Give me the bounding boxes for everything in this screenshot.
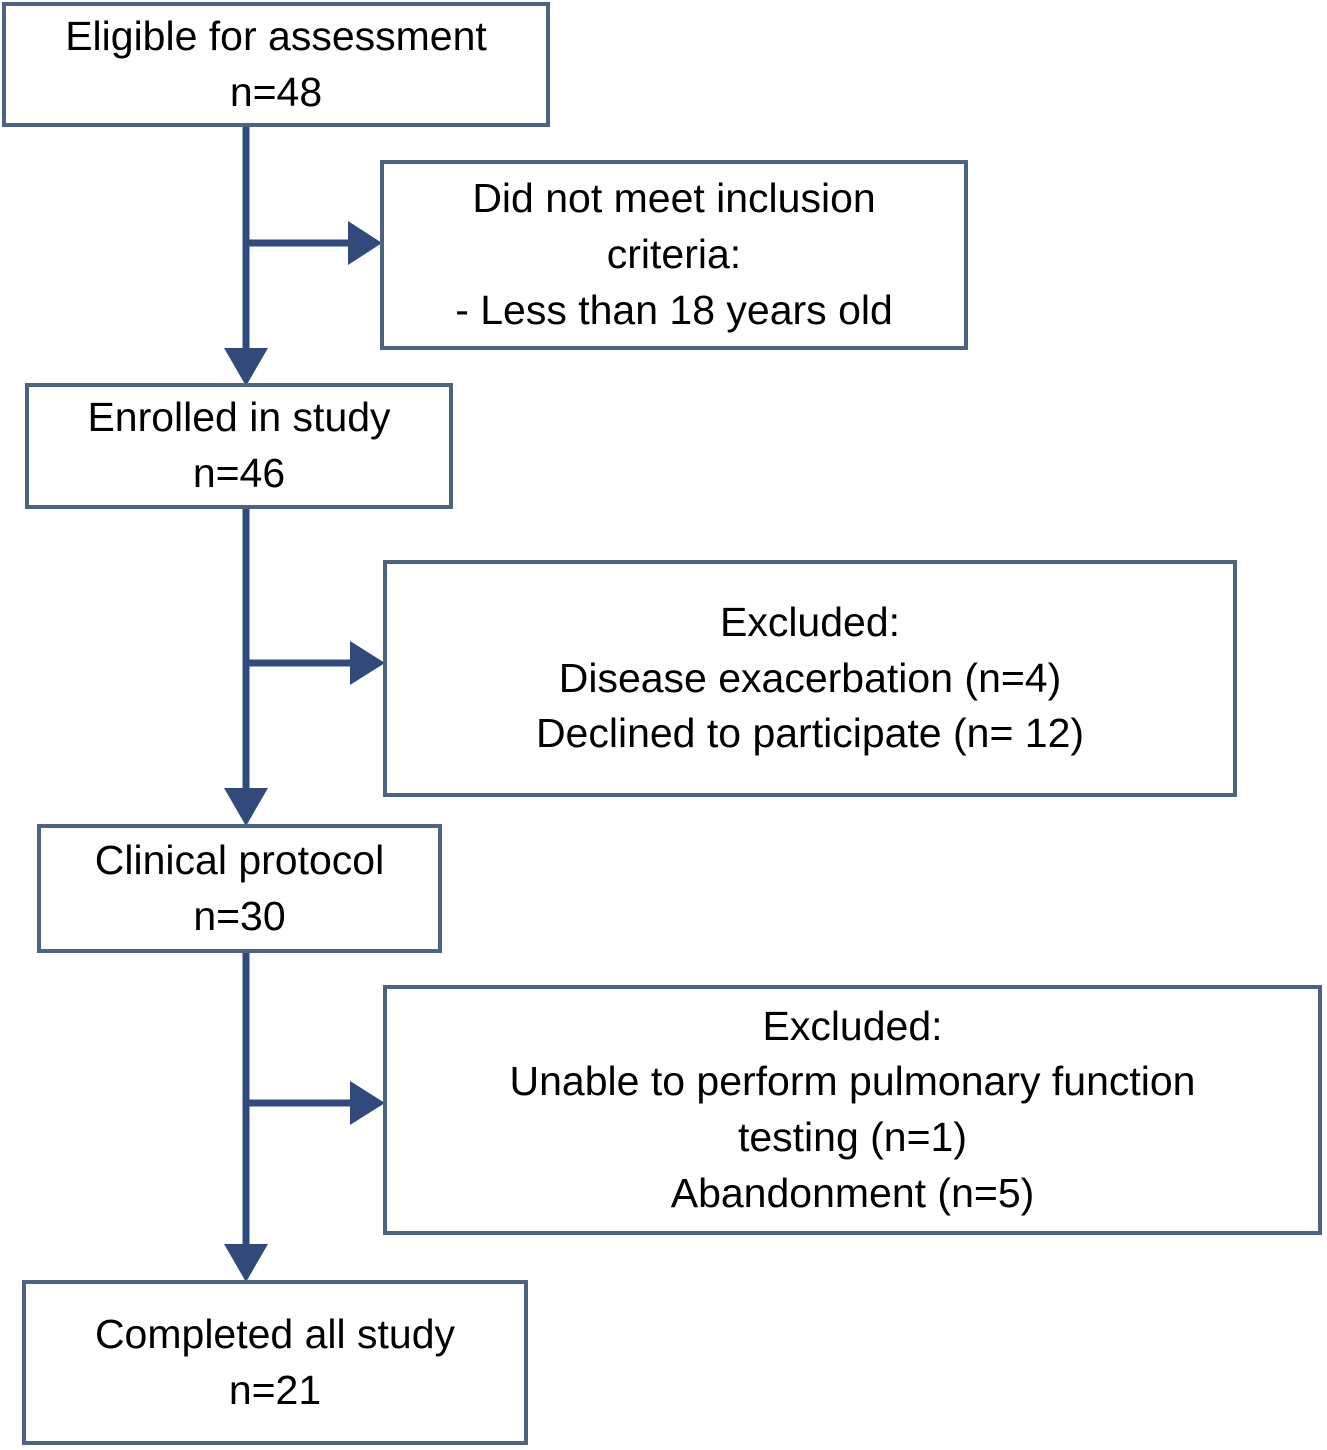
arrowhead-eligible-to-enrolled: [224, 348, 268, 386]
flow-box-excluded-2: Excluded: Unable to perform pulmonary fu…: [383, 985, 1322, 1235]
flow-box-excluded-1-line: Disease exacerbation (n=4): [558, 654, 1062, 701]
arrowhead-eligible-to-not-included: [348, 221, 382, 265]
flow-box-enrolled-line: Enrolled in study: [87, 394, 391, 441]
flow-box-excluded-1-line: Excluded:: [719, 598, 901, 645]
flow-box-excluded-1: Excluded: Disease exacerbation (n=4) Dec…: [383, 560, 1237, 797]
arrowhead-enrolled-to-clinical: [224, 788, 268, 826]
flow-box-excluded-1-line: Declined to participate (n= 12): [535, 710, 1085, 757]
flow-box-excluded-2-line: Unable to perform pulmonary function: [509, 1058, 1196, 1105]
flow-box-not-included-line: - Less than 18 years old: [455, 286, 893, 333]
flow-box-enrolled-count: n=46: [192, 450, 286, 496]
flow-box-not-included: Did not meet inclusion criteria: - Less …: [380, 160, 968, 350]
flow-box-eligible: Eligible for assessment n=48: [2, 2, 550, 127]
flow-box-not-included-line: criteria:: [606, 231, 742, 278]
flow-box-clinical-protocol-count: n=30: [193, 892, 286, 939]
flow-box-not-included-line: Did not meet inclusion: [472, 175, 876, 222]
flow-box-clinical-protocol: Clinical protocol n=30: [37, 824, 442, 953]
arrowhead-clinical-to-excluded-2: [350, 1081, 385, 1125]
flow-box-completed-count: n=21: [228, 1366, 322, 1413]
flow-box-eligible-line: Eligible for assessment: [65, 12, 487, 59]
flow-box-completed: Completed all study n=21: [22, 1280, 528, 1445]
flow-box-eligible-count: n=48: [229, 68, 323, 115]
flow-box-completed-line: Completed all study: [94, 1310, 456, 1357]
flow-box-excluded-2-line: Excluded:: [762, 1002, 943, 1049]
arrowhead-enrolled-to-excluded-1: [350, 641, 385, 685]
flow-box-excluded-2-line: Abandonment (n=5): [670, 1169, 1035, 1216]
flow-box-excluded-2-line: testing (n=1): [737, 1114, 968, 1160]
flow-box-enrolled: Enrolled in study n=46: [25, 383, 453, 509]
flow-box-clinical-protocol-line: Clinical protocol: [94, 836, 385, 883]
arrowhead-clinical-to-completed: [224, 1244, 268, 1282]
